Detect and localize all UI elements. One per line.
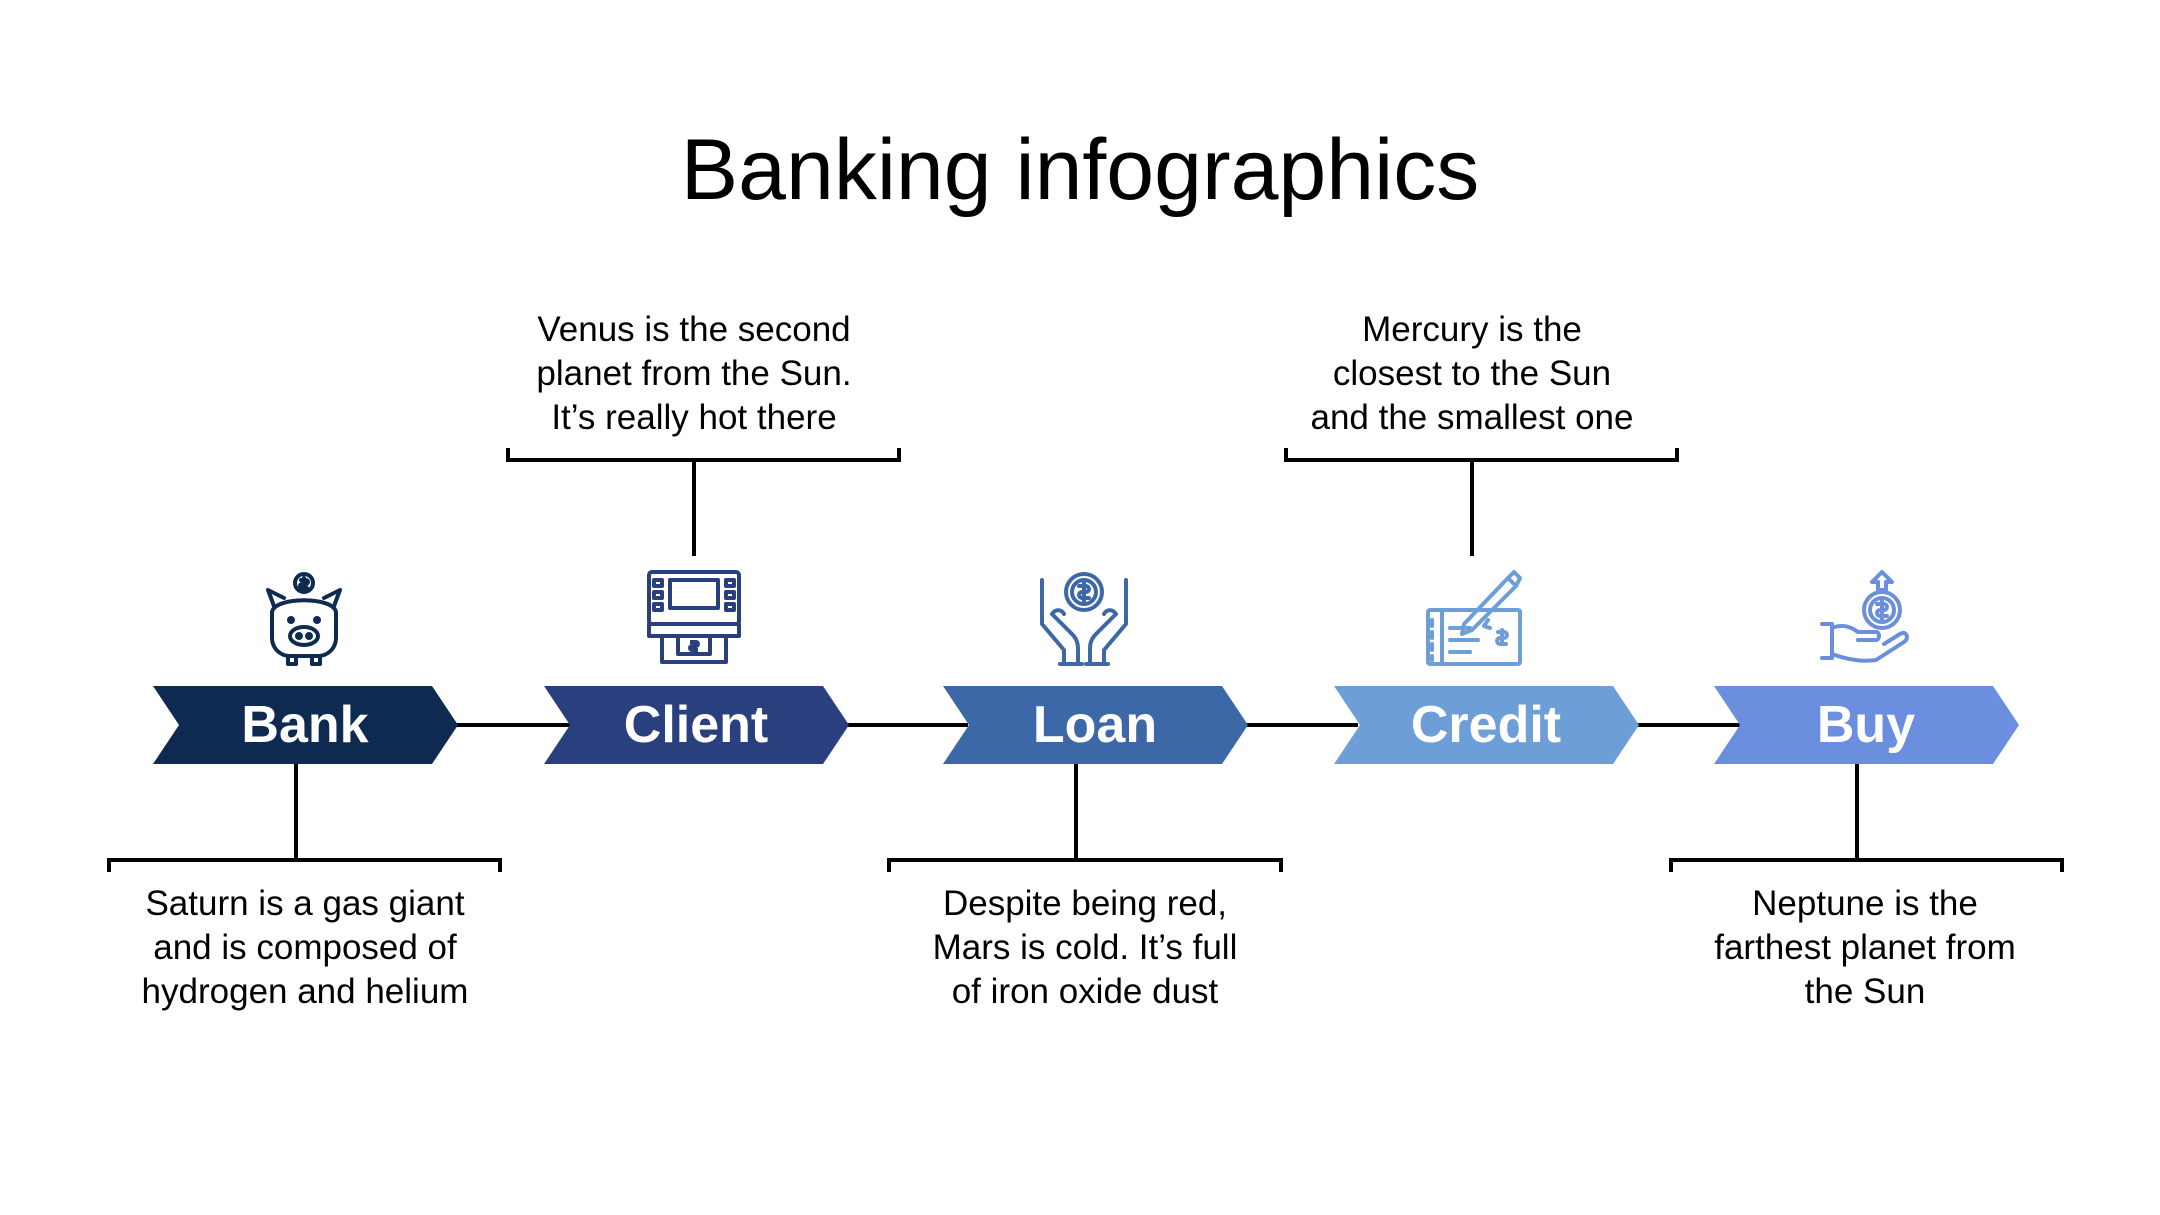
step-label-buy: Buy <box>1816 696 1916 754</box>
bracket-loan <box>887 764 1283 872</box>
page-title: Banking infographics <box>680 122 1480 218</box>
step-label-client: Client <box>623 696 769 754</box>
chevron-bank <box>153 686 458 764</box>
description-bank: Saturn is a gas giant and is composed of… <box>141 884 469 1011</box>
piggy-bank-icon <box>266 572 342 666</box>
check-pen-icon <box>1426 570 1522 666</box>
chevron-loan <box>943 686 1248 764</box>
bracket-client <box>506 448 901 556</box>
description-buy: Neptune is the farthest planet from the … <box>1714 884 2016 1011</box>
step-label-bank: Bank <box>241 696 369 754</box>
bracket-credit <box>1284 448 1679 556</box>
chevron-buy <box>1714 686 2019 764</box>
bracket-bank <box>107 764 502 872</box>
description-credit: Mercury is the closest to the Sun and th… <box>1310 310 1634 437</box>
chevron-client <box>544 686 849 764</box>
description-loan: Despite being red, Mars is cold. It’s fu… <box>932 884 1238 1011</box>
chevron-credit <box>1334 686 1639 764</box>
hand-coin-arrow-icon <box>1820 570 1909 663</box>
description-client: Venus is the second planet from the Sun.… <box>536 310 852 437</box>
atm-icon <box>647 570 741 664</box>
bracket-buy <box>1669 764 2064 872</box>
step-label-credit: Credit <box>1410 696 1562 754</box>
step-label-loan: Loan <box>1032 696 1158 754</box>
hands-coin-icon <box>1040 572 1128 666</box>
